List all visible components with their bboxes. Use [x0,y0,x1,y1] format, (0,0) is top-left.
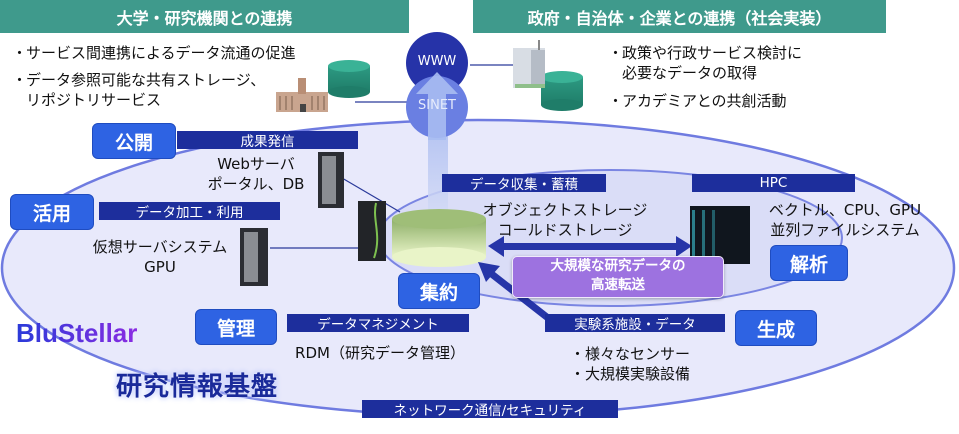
left-storage-cylinder [328,60,370,98]
www-circle [406,32,468,94]
header-academia: 大学・研究機関との連携 [0,0,409,33]
transfer-double-arrow [488,236,692,257]
central-storage-cylinder [392,209,486,267]
society-bullet-1: ・政策や行政サービス検討に [608,44,803,62]
transfer-callout: 大規模な研究データの高速転送 [512,256,724,298]
platform-title: 研究情報基盤 [116,372,279,402]
function-generate[interactable]: 生成 [735,310,817,346]
society-bullet-1-cont: 必要なデータの取得 [622,64,758,82]
blustellar-logo: BluStellar [16,318,137,348]
bar-hpc: HPC [692,174,855,192]
bar-data-management: データマネジメント [287,314,469,333]
bar-experiment-facility: 実験系施設・データ [545,314,725,333]
web-server-icon [318,152,344,208]
storage-label: オブジェクトストレージコールドストレージ [482,201,648,239]
university-building-icon [276,78,328,112]
academia-bullet-2-cont: リポジトリサービス [26,91,162,109]
right-storage-cylinder [541,71,583,111]
sinet-label: SINET [418,98,456,113]
connector-line [341,177,401,213]
header-society: 政府・自治体・企業との連携（社会実装） [473,0,886,33]
vm-server-icon [240,228,268,286]
society-bullet-2: ・アカデミアとの共創活動 [608,92,787,110]
function-manage[interactable]: 管理 [195,309,277,345]
function-publish[interactable]: 公開 [92,123,176,159]
office-building-icon [513,40,545,88]
bar-data-processing: データ加工・利用 [99,202,280,221]
hpc-supercomputer-icon [690,206,750,264]
function-utilize[interactable]: 活用 [10,194,94,230]
bar-network-security: ネットワーク通信/セキュリティ [362,400,618,419]
function-aggregate[interactable]: 集約 [398,273,480,309]
academia-bullet-2: ・データ参照可能な共有ストレージ、 [12,71,266,89]
function-analyze[interactable]: 解析 [770,245,848,281]
upload-arrow-head [416,72,458,140]
bar-data-collection: データ収集・蓄積 [442,174,606,193]
bar-results-publication: 成果発信 [177,131,358,150]
sensor-list: ・様々なセンサー・大規模実験設備 [570,345,691,383]
web-server-label: Webサーバポータル、DB [207,155,305,193]
storage-server-icon [358,201,386,261]
rdm-label: RDM（研究データ管理） [295,344,465,362]
academia-bullet-1: ・サービス間連携によるデータ流通の促進 [12,44,296,62]
www-label: WWW [417,54,457,69]
